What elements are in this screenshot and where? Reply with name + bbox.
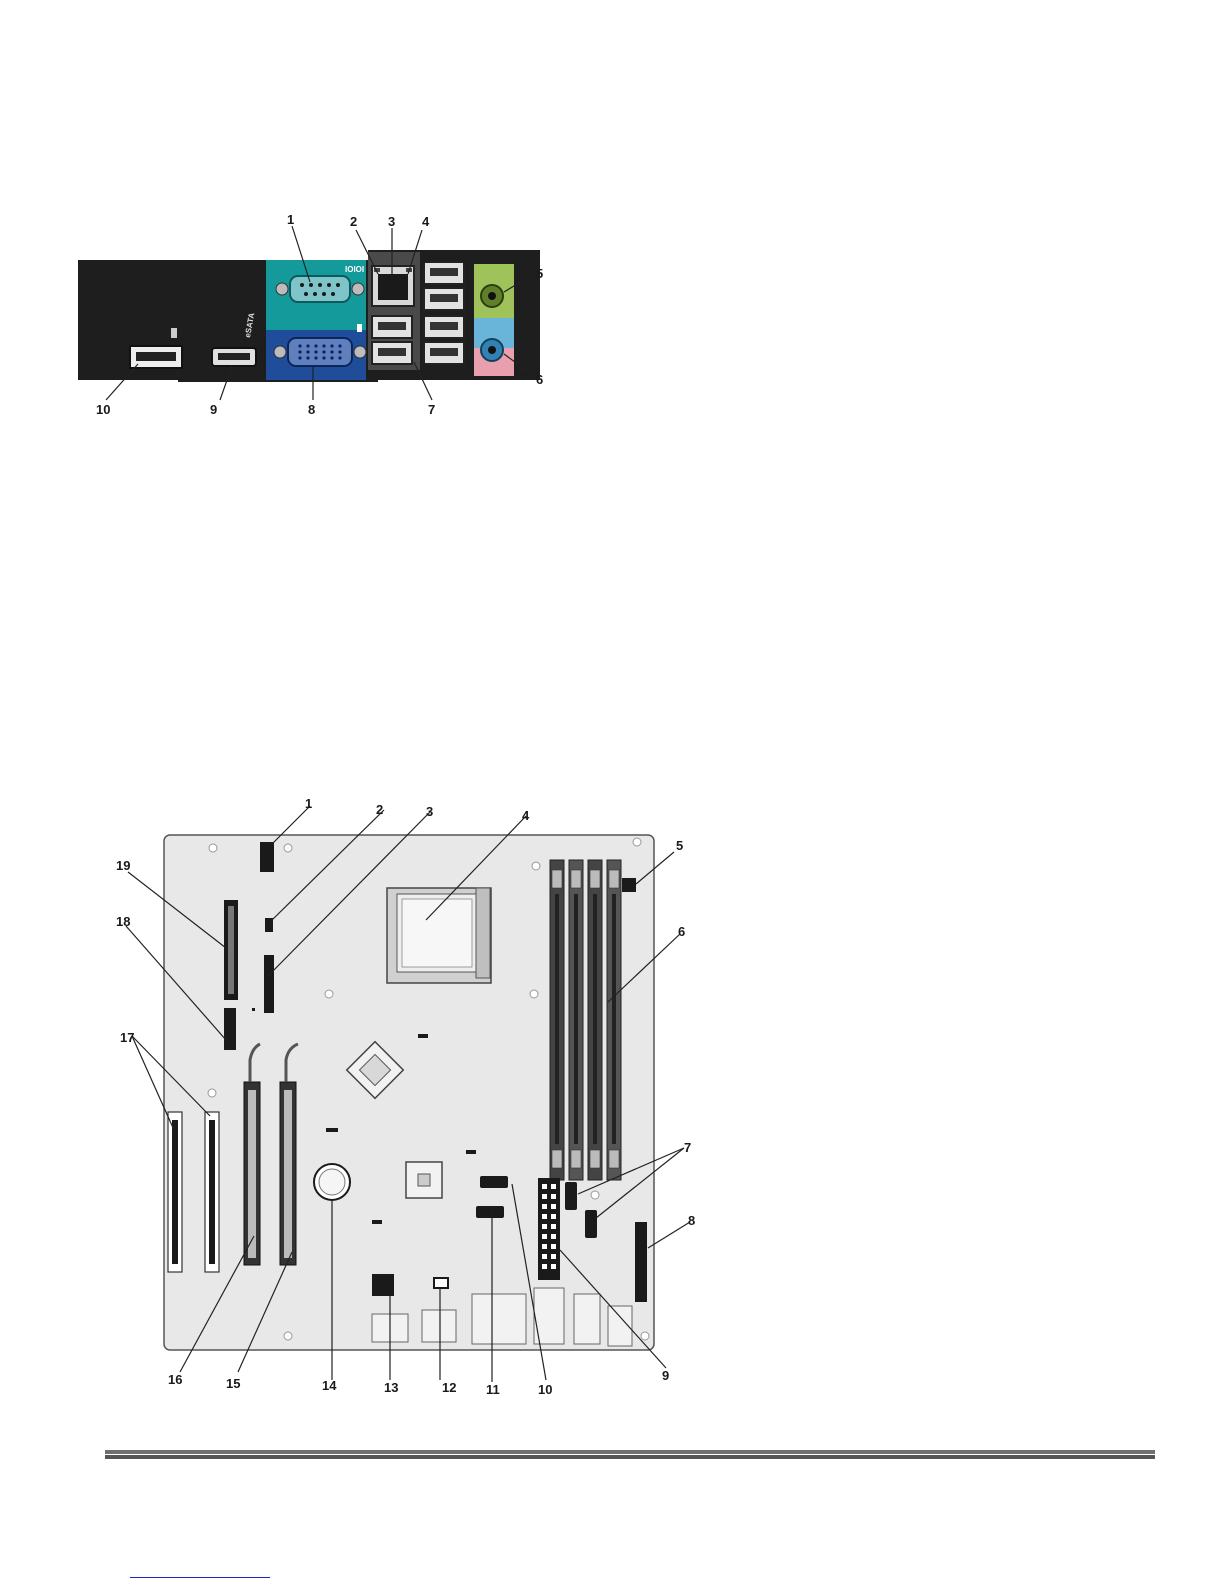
ethernet-jack [378,274,408,300]
bp-callout-10: 10 [96,402,110,417]
mb-callout-4: 4 [522,808,530,823]
bp-callout-9: 9 [210,402,217,417]
line-in-hole [488,346,496,354]
vga-screw-right [354,346,366,358]
back-panel-diagram: IOIOI [60,200,560,430]
mb-callout-11: 11 [486,1382,500,1397]
serial-label: IOIOI [345,265,364,274]
mb-callout-19: 19 [116,858,130,873]
vga-port [288,338,352,366]
vga-screw-left [274,346,286,358]
mb-callout-5: 5 [676,838,683,853]
mb-callout-7: 7 [684,1140,691,1155]
mb-callout-6: 6 [678,924,685,939]
mb-callout-1: 1 [305,796,312,811]
floppy-connector-18 [224,1008,236,1050]
power-connector-13 [372,1274,394,1296]
serial-port [290,276,350,302]
power-connector-5 [622,878,636,892]
serial-screw-left [276,283,288,295]
bp-callout-8: 8 [308,402,315,417]
bp-callout-7: 7 [428,402,435,417]
mb-callout-2: 2 [376,802,383,817]
bp-callout-3: 3 [388,214,395,229]
mb-callout-16: 16 [168,1372,182,1387]
header-3 [264,955,274,1013]
mb-callout-8: 8 [688,1213,695,1228]
bp-callout-2: 2 [350,214,357,229]
displayport-slot [136,352,176,361]
fan-connector-1 [260,842,274,872]
mb-callout-13: 13 [384,1380,398,1395]
mb-callout-17: 17 [120,1030,134,1045]
serial-screw-right [352,283,364,295]
ide-inner [228,906,234,994]
footer-link-underline[interactable] [130,1577,270,1578]
southbridge-chip [406,1162,442,1198]
bp-callout-5: 5 [536,266,543,281]
coin-battery-14 [314,1164,350,1200]
bp-callout-4: 4 [422,214,430,229]
esata-slot [218,353,250,360]
small-mark [252,1008,255,1011]
bp-callout-1: 1 [287,212,294,227]
vga-icon [357,324,362,332]
mb-callout-10: 10 [538,1382,552,1397]
mb-callout-14: 14 [322,1378,337,1393]
mb-callout-3: 3 [426,804,433,819]
mb-callout-15: 15 [226,1376,240,1391]
footer-divider [105,1450,1155,1459]
motherboard-diagram: 1 2 3 4 5 6 7 8 9 10 11 12 13 14 15 16 1… [100,790,720,1410]
bp-callout-6: 6 [536,372,543,387]
fan-connector-12 [434,1278,448,1288]
small-header-2 [265,918,273,932]
front-panel-connector-8 [635,1222,647,1302]
line-out-hole [488,292,496,300]
main-power-connector-9 [538,1178,560,1280]
mb-callout-9: 9 [662,1368,669,1383]
mb-callout-12: 12 [442,1380,456,1395]
cpu-socket [387,888,491,983]
mb-callout-18: 18 [116,914,130,929]
displayport-icon [171,328,177,338]
